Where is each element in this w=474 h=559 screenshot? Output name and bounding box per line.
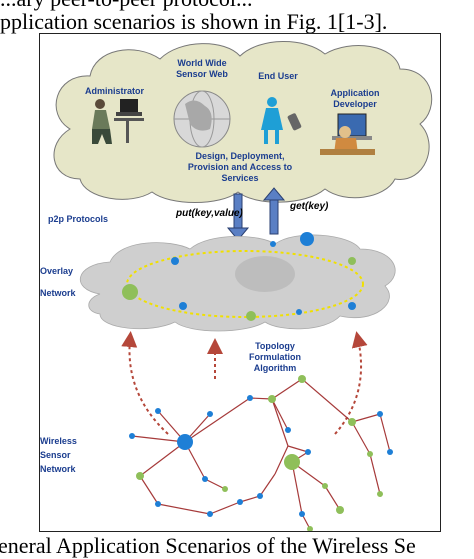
sensor-node xyxy=(136,472,144,480)
sensor-node xyxy=(285,427,291,433)
sensor-node xyxy=(268,395,276,403)
administrator-icon xyxy=(92,99,144,144)
sensor-node xyxy=(202,476,208,482)
sensor-node xyxy=(237,499,243,505)
end-user-icon xyxy=(261,97,302,144)
sensor-node xyxy=(247,395,253,401)
app-developer-label-2: Developer xyxy=(333,99,377,109)
put-arrow xyxy=(226,193,250,241)
end-user-label: End User xyxy=(258,71,298,81)
dashed-arrow-right xyxy=(334,331,368,435)
get-label: get(key) xyxy=(289,201,329,212)
overlay-node xyxy=(348,257,356,265)
sensor-node xyxy=(155,501,161,507)
p2p-protocols-label: p2p Protocols xyxy=(48,214,108,224)
sensor-node xyxy=(322,483,328,489)
sensor-node xyxy=(129,433,135,439)
sensor-network-nodes xyxy=(129,375,393,532)
application-developer-icon xyxy=(320,113,375,155)
services-label-1: Design, Deployment, xyxy=(195,151,284,161)
sensor-node xyxy=(207,411,213,417)
sensor-node xyxy=(307,526,313,532)
sensor-node xyxy=(207,511,213,517)
dashed-arrow-left xyxy=(121,331,169,435)
app-developer-label-1: Application xyxy=(331,88,380,98)
overlay-node xyxy=(270,241,276,247)
top-caption-line-2: pplication scenarios is shown in Fig. 1[… xyxy=(0,9,388,34)
sensor-node xyxy=(298,375,306,383)
sensor-node xyxy=(377,411,383,417)
topology-label-3: Algorithm xyxy=(254,363,297,373)
globe-icon xyxy=(173,90,231,148)
figure-frame: Administrator World Wide Sensor Web End … xyxy=(39,33,441,532)
sensor-node xyxy=(222,486,228,492)
sensor-node xyxy=(305,449,311,455)
sensor-node xyxy=(367,451,373,457)
topology-label-1: Topology xyxy=(255,341,295,351)
world-wide-label-2: Sensor Web xyxy=(176,69,228,79)
overlay-network-label-1: Overlay xyxy=(40,266,73,276)
services-label-3: Services xyxy=(221,173,258,183)
sensor-node xyxy=(377,491,383,497)
wsn-label-1: Wireless xyxy=(40,436,77,446)
sensor-node xyxy=(336,506,344,514)
overlay-nodes xyxy=(122,232,356,321)
administrator-label: Administrator xyxy=(85,86,145,96)
overlay-node xyxy=(246,311,256,321)
sensor-node xyxy=(177,434,193,450)
services-cloud xyxy=(53,41,433,203)
wsn-label-3: Network xyxy=(40,464,77,474)
application-scenario-diagram: Administrator World Wide Sensor Web End … xyxy=(40,41,433,532)
overlay-node xyxy=(171,257,179,265)
sensor-node xyxy=(387,449,393,455)
sensor-node xyxy=(284,454,300,470)
world-wide-label-1: World Wide xyxy=(177,58,226,68)
sensor-node xyxy=(155,408,161,414)
overlay-node xyxy=(300,232,314,246)
sensor-node xyxy=(348,418,356,426)
overlay-cloud xyxy=(80,234,396,332)
overlay-node xyxy=(179,302,187,310)
overlay-node xyxy=(348,302,356,310)
topology-label-2: Formulation xyxy=(249,352,301,362)
overlay-node xyxy=(296,309,302,315)
put-label: put(key,value) xyxy=(175,208,244,219)
sensor-network-links xyxy=(131,378,391,530)
overlay-node xyxy=(122,284,138,300)
overlay-ring xyxy=(126,250,364,318)
wsn-label-2: Sensor xyxy=(40,450,71,460)
services-label-2: Provision and Access to xyxy=(188,162,293,172)
figure-caption: eneral Application Scenarios of the Wire… xyxy=(0,533,416,558)
overlay-network-label-2: Network xyxy=(40,288,77,298)
sensor-node xyxy=(257,493,263,499)
top-caption-line-1: ...ary peer-to-peer protocol... xyxy=(0,0,474,12)
get-arrow xyxy=(262,187,286,235)
sensor-node xyxy=(299,511,305,517)
